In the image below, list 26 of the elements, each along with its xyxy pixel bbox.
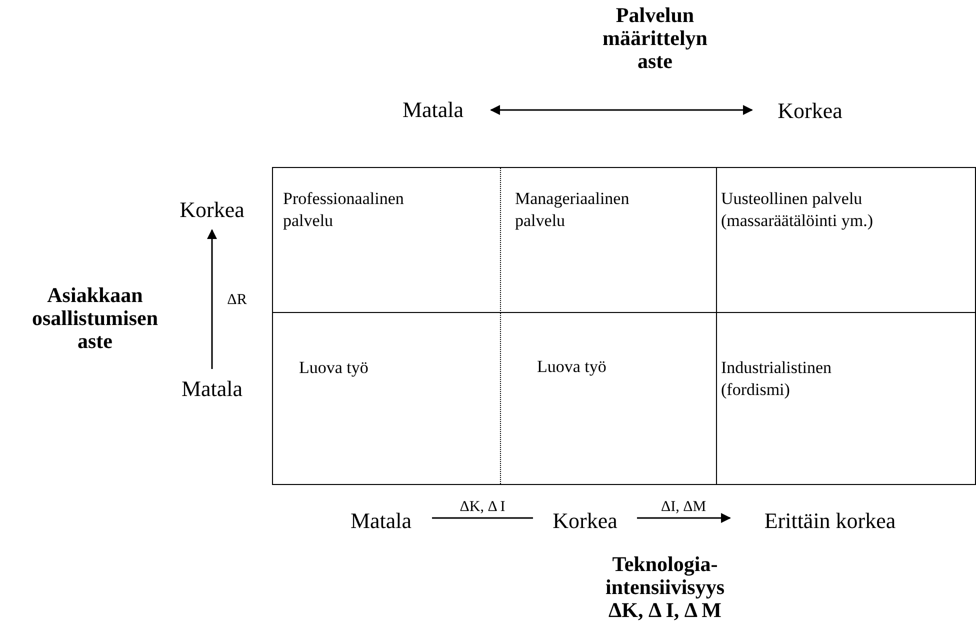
- quadrant-label: Luova työ: [299, 357, 368, 379]
- edge-label: ΔK, Δ I: [460, 499, 506, 515]
- axis-level-label: Matala: [383, 96, 483, 124]
- axis-title: Asiakkaan osallistumisen aste: [30, 284, 160, 353]
- axis-level-label: Matala: [165, 375, 259, 403]
- axis-title: Palvelun määrittelyn aste: [602, 4, 708, 73]
- line: [432, 517, 533, 519]
- quadrant-label: Manageriaalinen palvelu: [515, 188, 630, 232]
- arrow: [490, 105, 753, 115]
- axis-level-label: Korkea: [760, 97, 860, 125]
- axis-level-label: Korkea: [165, 196, 259, 224]
- quadrant-label: Uusteollinen palvelu (massaräätälöinti ym.): [721, 188, 874, 232]
- matrix-frame: [272, 167, 976, 485]
- axis-level-label: Korkea: [541, 507, 629, 535]
- axis-title: ΔK, Δ I, Δ M: [608, 599, 722, 622]
- arrow: [637, 513, 731, 523]
- edge-label: ΔI, ΔM: [660, 499, 706, 515]
- axis-level-label: Erittäin korkea: [738, 507, 922, 535]
- quadrant-cell: [501, 168, 717, 313]
- quadrant-cell: [273, 168, 501, 313]
- axis-title: Teknologia-intensiivisyys: [604, 553, 726, 599]
- arrow: [207, 229, 217, 369]
- quadrant-label: Industrialistinen (fordismi): [721, 357, 832, 401]
- axis-level-label: Matala: [338, 507, 424, 535]
- quadrant-label: Professionaalinen palvelu: [283, 188, 405, 232]
- quadrant-label: Luova työ: [537, 356, 606, 378]
